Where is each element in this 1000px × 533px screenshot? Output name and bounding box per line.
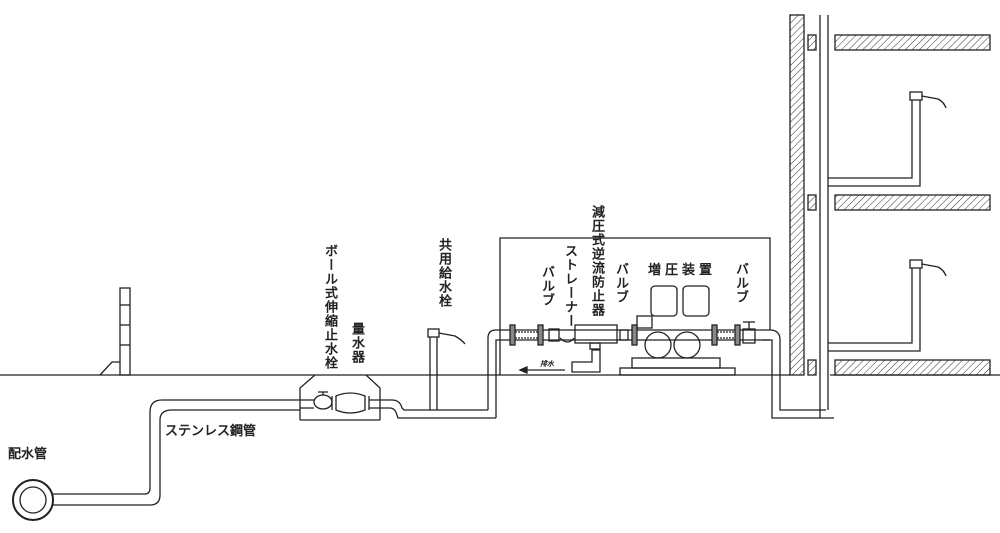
- distribution-main-pipe: [12, 479, 54, 521]
- ball-stop-valve: [313, 391, 333, 410]
- label-ball-stop-valve: ボール式伸縮止水栓: [322, 244, 337, 370]
- stainless-pipe: [53, 399, 300, 506]
- valve-right: [711, 321, 756, 346]
- label-backflow-preventer: 減圧式逆流防止器: [589, 205, 604, 317]
- label-shared-faucet: 共用給水栓: [436, 238, 451, 308]
- label-water-meter: 量水器: [349, 322, 364, 364]
- label-valve-mid: バルブ: [613, 262, 628, 304]
- booster-enclosure: [499, 237, 771, 375]
- building-faucet-upper: [828, 91, 947, 187]
- label-strainer: ストレーナー: [562, 244, 577, 328]
- backflow-preventer: [574, 324, 618, 350]
- boundary-wall: [99, 287, 131, 376]
- label-drain: 排水: [540, 360, 554, 368]
- label-valve-right: バルブ: [733, 262, 748, 304]
- meter-box: [299, 374, 381, 421]
- label-valve-left: バルブ: [539, 265, 554, 307]
- drain-outlet: [518, 349, 601, 374]
- floor-slab: [834, 34, 991, 51]
- shared-faucet: [427, 328, 466, 410]
- floor-slab: [834, 194, 991, 211]
- booster-unit: [619, 285, 736, 376]
- building-faucet-lower: [828, 259, 947, 352]
- label-stainless-pipe: ステンレス鋼管: [165, 424, 257, 439]
- floor-slab: [834, 359, 991, 376]
- label-distribution-main: 配水管: [8, 447, 48, 462]
- strainer-fitting: [548, 328, 575, 343]
- water-meter: [331, 392, 370, 414]
- valve-left: [509, 324, 544, 346]
- valve-mid: [619, 324, 638, 346]
- label-booster: 増圧装置: [648, 263, 717, 278]
- building-wall: [789, 14, 805, 376]
